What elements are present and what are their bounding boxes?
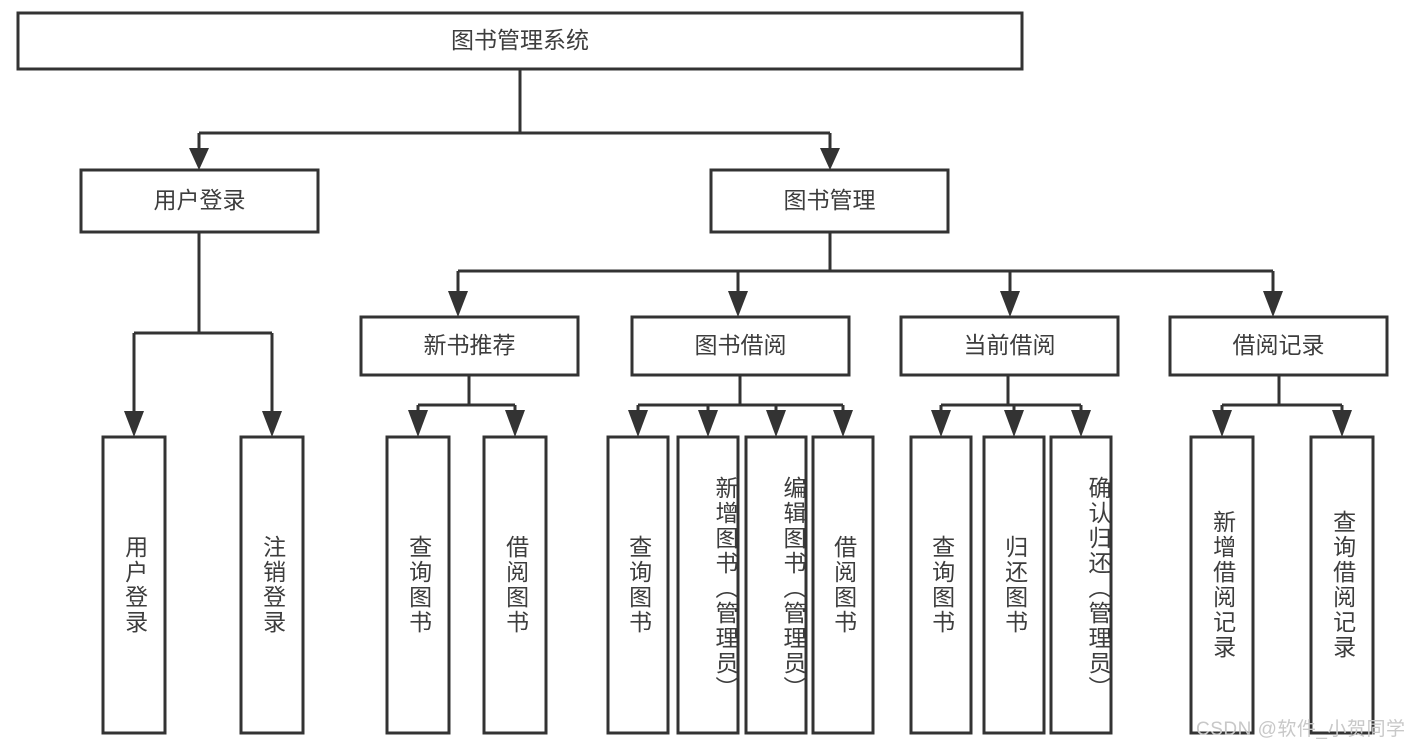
node-box-leaf-add-borrow-record[interactable] (1189, 435, 1255, 735)
watermark-text: CSDN @软件_小贺同学 (1196, 719, 1405, 740)
node-box-leaf-logout[interactable] (239, 435, 305, 735)
arrow-head-leaf-query-book-current (931, 410, 951, 437)
node-box-new-book-recommend[interactable] (359, 315, 580, 377)
arrow-head-user-login (189, 148, 209, 170)
arrow-head-leaf-user-login (124, 411, 144, 437)
node-box-borrow-record[interactable] (1168, 315, 1389, 377)
arrow-head-leaf-query-book-borrow (628, 410, 648, 437)
arrow-head-borrow-record (1263, 291, 1283, 317)
node-box-leaf-query-book-borrow[interactable] (606, 435, 670, 735)
arrow-head-new-book-recommend (448, 291, 468, 317)
arrow-head-book-borrow (728, 291, 748, 317)
node-box-leaf-return-book[interactable] (982, 435, 1046, 735)
arrow-head-leaf-query-book-recommend (408, 410, 428, 437)
arrow-head-leaf-confirm-return-admin (1071, 410, 1091, 437)
arrow-head-leaf-return-book (1004, 410, 1024, 437)
arrow-head-leaf-add-borrow-record (1212, 410, 1232, 437)
arrow-head-leaf-edit-book-admin (766, 410, 786, 437)
arrow-head-leaf-query-borrow-record (1332, 410, 1352, 437)
arrow-head-current-borrow (1000, 291, 1020, 317)
node-box-leaf-query-book-current[interactable] (909, 435, 973, 735)
node-box-leaf-borrow-book[interactable] (811, 435, 875, 735)
arrow-head-book-management (820, 148, 840, 170)
arrow-head-leaf-borrow-book-recommend (505, 410, 525, 437)
node-box-book-management[interactable] (709, 168, 950, 234)
arrow-head-leaf-add-book-admin (698, 410, 718, 437)
node-box-leaf-edit-book-admin[interactable] (744, 435, 808, 735)
node-box-leaf-add-book-admin[interactable] (676, 435, 740, 735)
node-box-book-borrow[interactable] (630, 315, 851, 377)
node-box-leaf-user-login[interactable] (101, 435, 167, 735)
node-box-current-borrow[interactable] (899, 315, 1120, 377)
node-box-leaf-borrow-book-recommend[interactable] (482, 435, 548, 735)
node-box-user-login[interactable] (79, 168, 320, 234)
node-box-leaf-confirm-return-admin[interactable] (1049, 435, 1113, 735)
arrow-head-leaf-logout (262, 411, 282, 437)
node-box-leaf-query-book-recommend[interactable] (385, 435, 451, 735)
node-box-root[interactable] (16, 11, 1024, 71)
node-box-leaf-query-borrow-record[interactable] (1309, 435, 1375, 735)
arrow-head-leaf-borrow-book (833, 410, 853, 437)
